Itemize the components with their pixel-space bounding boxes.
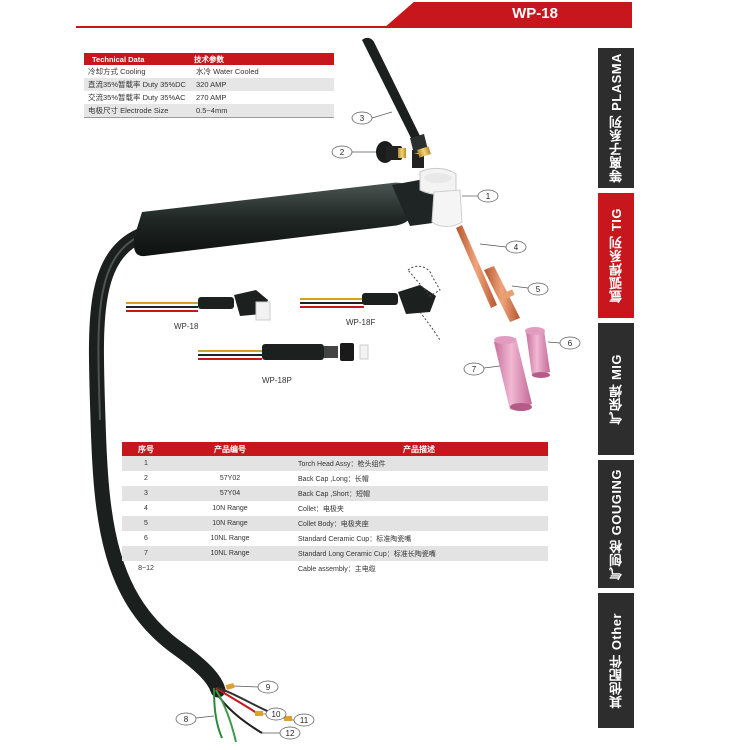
cell-desc: Back Cap ,Short：短帽	[298, 490, 370, 498]
technical-data-row: 交流35%暂载率 Duty 35%AC 270 AMP	[84, 91, 334, 104]
cell-code: 57Y04	[219, 490, 241, 497]
cell-desc: Standard Ceramic Cup：标准陶瓷嘴	[298, 535, 412, 543]
cell-code: 10N Range	[212, 505, 248, 512]
callout-label: 11	[300, 716, 309, 725]
cell-code: 57Y02	[219, 475, 241, 482]
cell-desc: Cable assembly：主电缆	[298, 565, 376, 573]
cell-no: 7	[144, 550, 148, 557]
back-cap-icon	[362, 37, 431, 158]
callout-11: 11	[292, 713, 315, 727]
cell-no: 8~12	[138, 565, 154, 572]
cell-no: 3	[144, 490, 148, 497]
cell-no: 6	[144, 535, 148, 542]
table-row: 3 57Y04 Back Cap ,Short：短帽	[122, 486, 548, 501]
cell-code: 10NL Range	[210, 550, 250, 557]
col-header-code: 产品编号	[214, 444, 246, 454]
tab-mig[interactable]: 气保焊 MIG	[598, 323, 634, 455]
technical-data-header: Technical Data 技术参数	[84, 53, 334, 65]
variant-label: WP-18	[174, 322, 199, 331]
torch-variant-wp18	[126, 290, 271, 321]
callout-label: 9	[266, 683, 271, 692]
callout-7: 7	[463, 362, 501, 376]
torch-variant-wp18f	[300, 265, 441, 341]
callout-6: 6	[547, 336, 581, 350]
cell-no: 1	[144, 460, 148, 467]
table-row: 7 10NL Range Standard Long Ceramic Cup：标…	[122, 546, 548, 561]
callout-9: 9	[233, 680, 279, 694]
cell-code: 10N Range	[212, 520, 248, 527]
callout-label: 7	[472, 365, 477, 374]
table-row: 1 Torch Head Assy：枪头组件	[122, 456, 548, 471]
variant-label: WP-18P	[262, 376, 292, 385]
callout-2: 2	[331, 145, 376, 159]
product-table: 序号 产品编号 产品描述 1 Torch Head Assy：枪头组件 2 57…	[122, 442, 548, 576]
technical-data-row: 直流35%暂载率 Duty 35%DC 320 AMP	[84, 78, 334, 91]
tab-other[interactable]: 其他配件 Other	[598, 593, 634, 728]
technical-data-title-cn: 技术参数	[194, 54, 224, 64]
callout-label: 5	[536, 285, 541, 294]
table-row: 5 10N Range Collet Body：电极夹座	[122, 516, 548, 531]
table-row: 2 57Y02 Back Cap ,Long：长帽	[122, 471, 548, 486]
callout-1: 1	[462, 189, 499, 203]
page-title: WP-18	[512, 5, 558, 22]
technical-data-title-en: Technical Data	[92, 54, 145, 64]
tech-label: 冷却方式 Cooling	[88, 67, 146, 76]
callout-8: 8	[175, 712, 215, 726]
tab-gouging[interactable]: 气刨枪 GOUGING	[598, 460, 634, 588]
callout-label: 4	[514, 243, 519, 252]
col-header-no: 序号	[138, 444, 154, 454]
header-rule	[76, 26, 632, 28]
table-row: 8~12 Cable assembly：主电缆	[122, 561, 548, 576]
technical-data-table: Technical Data 技术参数 冷却方式 Cooling 水冷 Wate…	[84, 53, 334, 118]
technical-data-rule	[84, 117, 334, 118]
callout-5: 5	[511, 282, 549, 296]
technical-data-row: 冷却方式 Cooling 水冷 Water Cooled	[84, 65, 334, 78]
collet-icon	[456, 225, 497, 308]
callout-12: 12	[262, 726, 301, 740]
tech-label: 直流35%暂载率 Duty 35%DC	[88, 80, 186, 89]
callout-label: 6	[568, 339, 573, 348]
cell-desc: Torch Head Assy：枪头组件	[298, 460, 386, 468]
table-row: 6 10NL Range Standard Ceramic Cup：标准陶瓷嘴	[122, 531, 548, 546]
back-cap-icon	[376, 141, 406, 163]
tab-plasma[interactable]: 等离子系列 PLASMA	[598, 48, 634, 188]
ceramic-cup-icon	[494, 336, 532, 411]
technical-data-row: 电极尺寸 Electrode Size 0.5~4mm	[84, 104, 334, 117]
callout-3: 3	[351, 111, 393, 125]
cell-no: 2	[144, 475, 148, 482]
torch-body-icon	[133, 150, 463, 257]
tech-label: 交流35%暂载率 Duty 35%AC	[88, 93, 186, 102]
col-header-desc: 产品描述	[403, 444, 435, 454]
callout-label: 3	[360, 114, 365, 123]
cell-no: 5	[144, 520, 148, 527]
callout-label: 12	[286, 729, 295, 738]
tech-value: 320 AMP	[196, 80, 227, 89]
tab-tig[interactable]: 氩弧焊系列 TIG	[598, 193, 634, 318]
table-row: 4 10N Range Collet：电极夹	[122, 501, 548, 516]
tech-value: 水冷 Water Cooled	[196, 67, 259, 76]
callout-4: 4	[479, 240, 527, 254]
callout-label: 2	[340, 148, 345, 157]
cell-code: 10NL Range	[210, 535, 250, 542]
product-table-header: 序号 产品编号 产品描述	[122, 442, 548, 456]
cell-desc: Standard Long Ceramic Cup：标准长陶瓷嘴	[298, 550, 436, 558]
callout-label: 1	[486, 192, 491, 201]
torch-variant-wp18p	[198, 343, 369, 361]
variant-label: WP-18F	[346, 318, 376, 327]
header-banner	[384, 2, 632, 28]
callout-label: 8	[184, 715, 189, 724]
cell-no: 4	[144, 505, 148, 512]
callout-label: 10	[272, 710, 281, 719]
callout-10: 10	[263, 707, 287, 721]
cell-desc: Collet Body：电极夹座	[298, 520, 369, 528]
collet-icon	[484, 266, 520, 322]
cable-icon	[88, 224, 293, 743]
tech-value: 0.5~4mm	[196, 106, 228, 115]
tech-value: 270 AMP	[196, 93, 227, 102]
cell-desc: Back Cap ,Long：长帽	[298, 475, 369, 483]
ceramic-cup-icon	[525, 327, 550, 378]
cell-desc: Collet：电极夹	[298, 505, 344, 513]
tech-label: 电极尺寸 Electrode Size	[88, 106, 169, 115]
